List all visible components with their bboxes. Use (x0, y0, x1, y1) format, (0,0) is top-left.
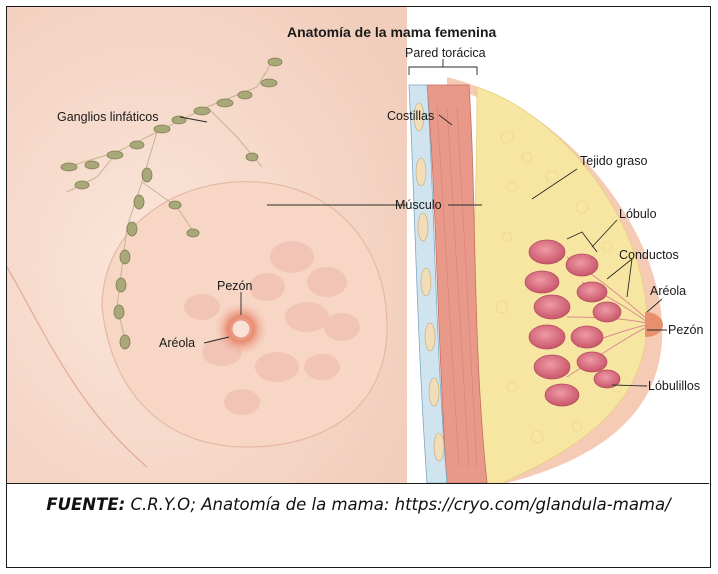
label-lobulo: Lóbulo (619, 207, 657, 221)
label-tejido: Tejido graso (580, 154, 647, 168)
anatomy-svg: Anatomía de la mama femenina (7, 7, 709, 483)
label-pared: Pared torácica (405, 46, 486, 60)
label-areola-front: Aréola (159, 336, 195, 350)
breast-anatomy-illustration: Anatomía de la mama femenina (7, 7, 709, 483)
caption-text: C.R.Y.O; Anatomía de la mama: https://cr… (125, 495, 670, 514)
figure-frame: Anatomía de la mama femenina (6, 6, 711, 568)
label-areola-side: Aréola (650, 284, 686, 298)
label-musculo: Músculo (395, 198, 442, 212)
caption-divider (7, 483, 709, 484)
label-pezon-side: Pezón (668, 323, 703, 337)
figure-title: Anatomía de la mama femenina (287, 24, 497, 40)
caption-prefix: FUENTE: (46, 495, 125, 514)
label-costillas: Costillas (387, 109, 434, 123)
label-conductos: Conductos (619, 248, 679, 262)
label-ganglios: Ganglios linfáticos (57, 110, 158, 124)
label-lobulillos: Lóbulillos (648, 379, 700, 393)
caption: FUENTE: C.R.Y.O; Anatomía de la mama: ht… (17, 491, 700, 518)
nipple-front (232, 320, 250, 338)
label-pezon-front: Pezón (217, 279, 252, 293)
